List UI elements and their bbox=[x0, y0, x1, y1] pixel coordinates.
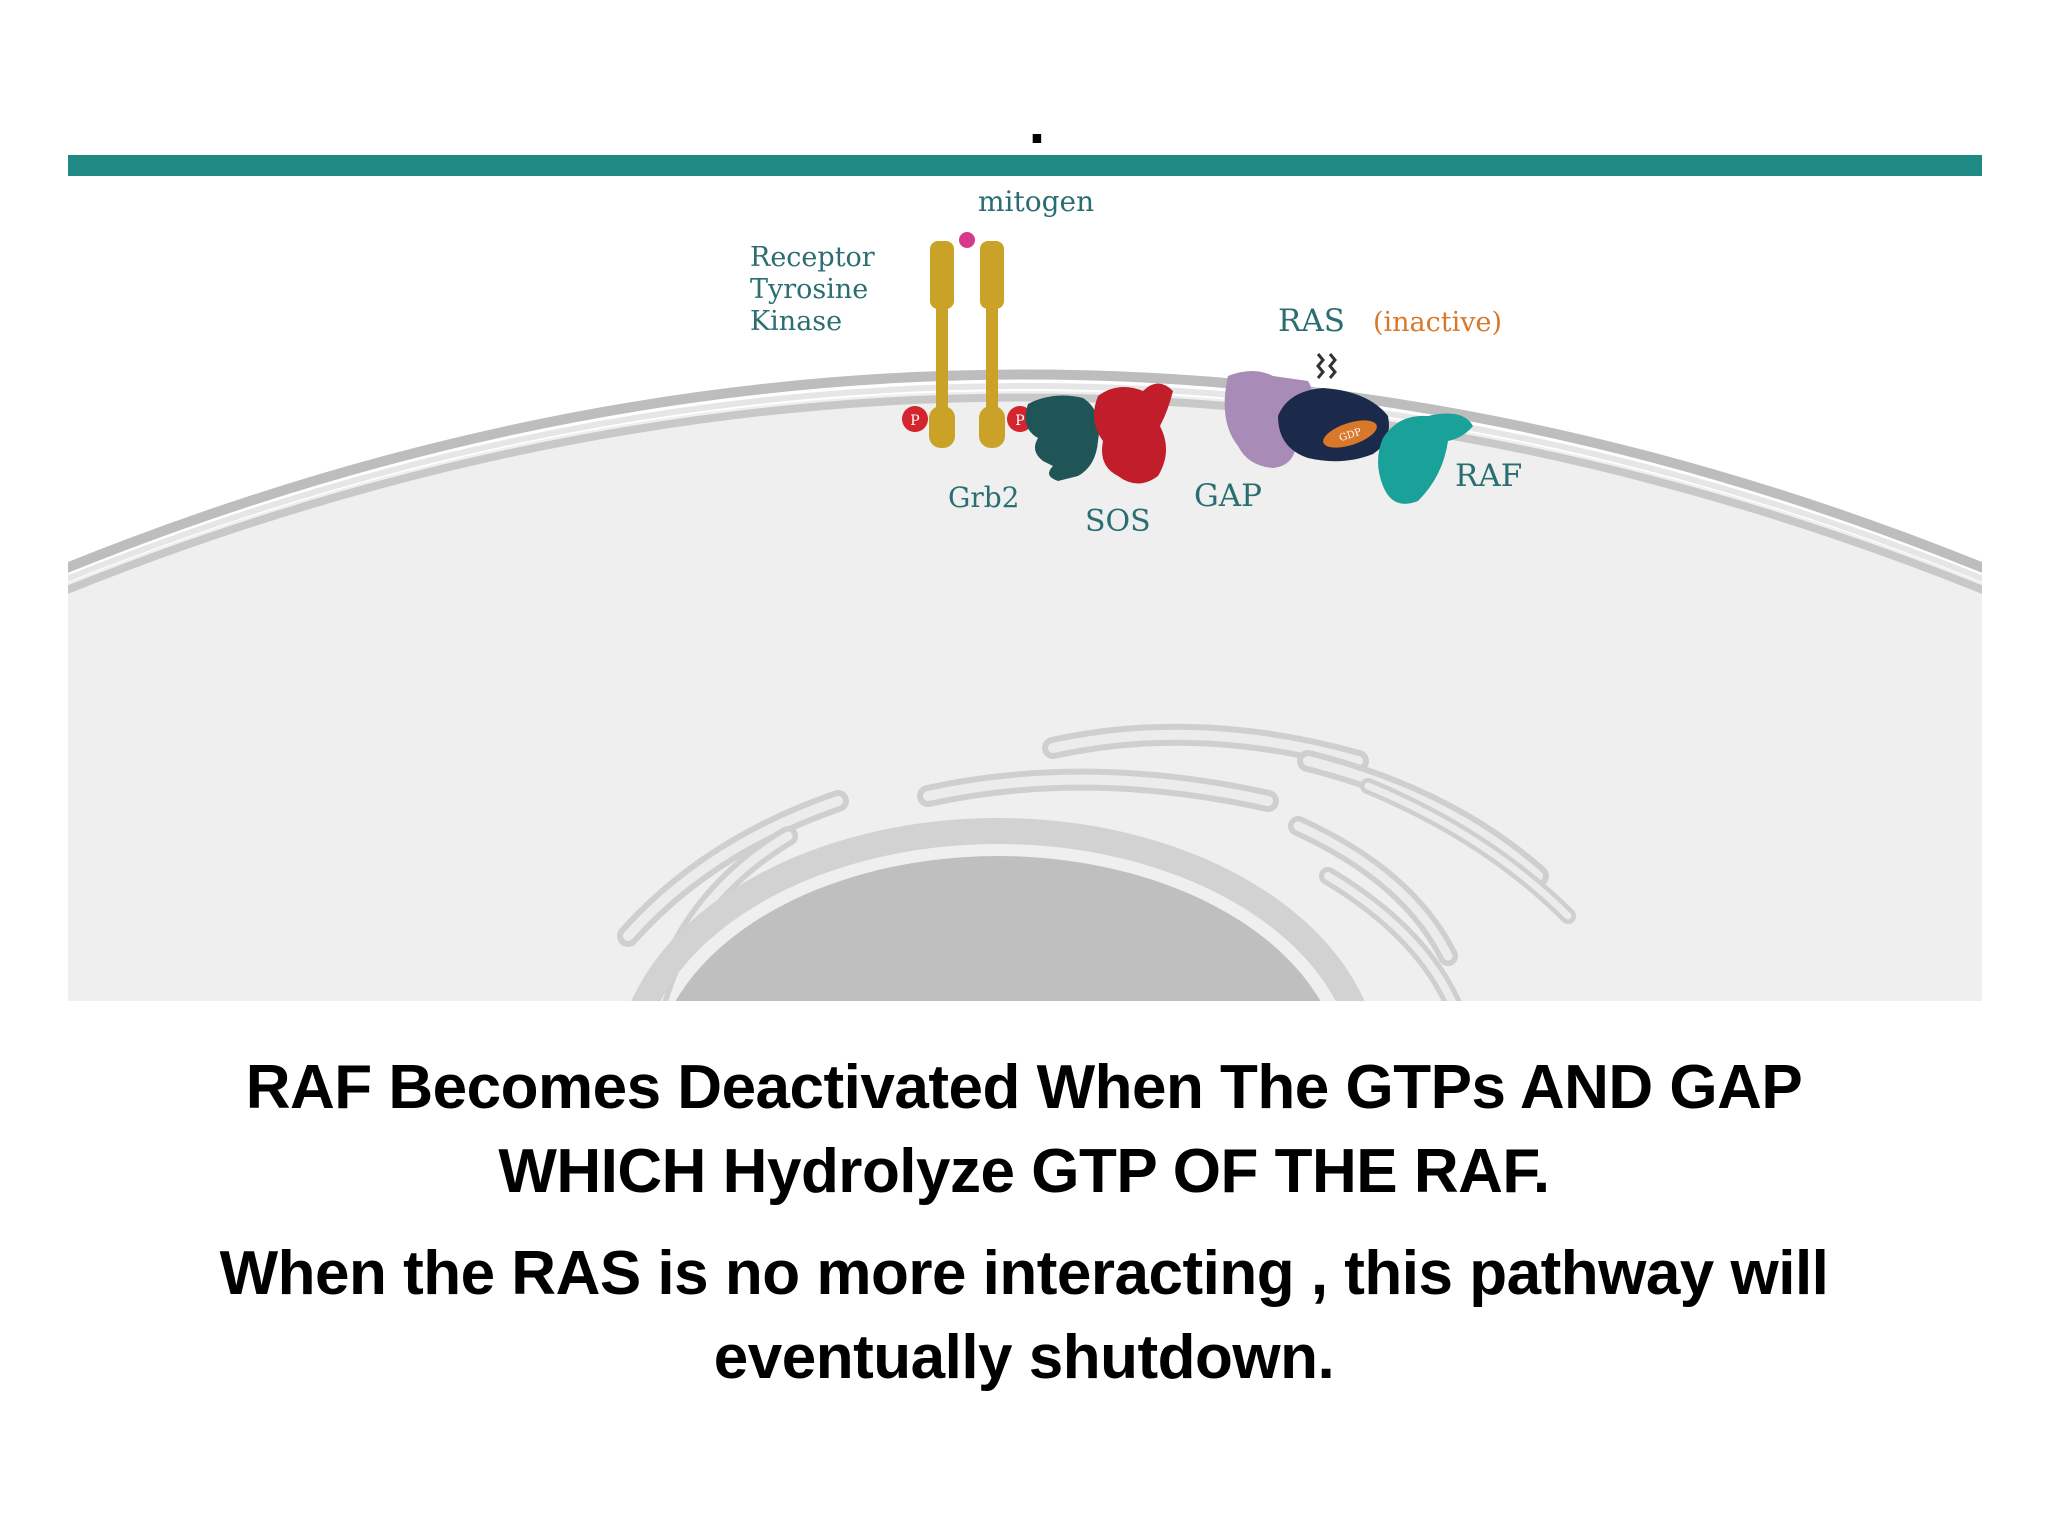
sos-protein bbox=[1094, 383, 1173, 484]
nucleus bbox=[675, 856, 1321, 1001]
mitogen-molecule bbox=[957, 230, 977, 250]
ras-lipid-anchor bbox=[1316, 353, 1337, 379]
gap-label: GAP bbox=[1194, 478, 1262, 514]
receptor-tyrosine-kinase bbox=[929, 241, 1005, 448]
ras-raf-pathway-diagram: P P GDP bbox=[68, 176, 1982, 1001]
ras-state-label: (inactive) bbox=[1373, 307, 1502, 338]
receptor-label-line2: Tyrosine bbox=[750, 274, 868, 305]
raf-label: RAF bbox=[1455, 458, 1522, 494]
top-accent-rule bbox=[68, 155, 1982, 176]
caption-secondary: When the RAS is no more interacting , th… bbox=[219, 1239, 1829, 1392]
svg-text:P: P bbox=[1015, 413, 1024, 429]
gdp-molecule bbox=[1323, 420, 1377, 448]
ras-protein bbox=[1278, 388, 1389, 462]
plasma-membrane-inner bbox=[68, 393, 1982, 594]
raf-protein bbox=[1378, 413, 1473, 504]
grb2-label: Grb2 bbox=[948, 481, 1020, 514]
ras-label: RAS bbox=[1278, 303, 1345, 339]
mitogen-label: mitogen bbox=[978, 185, 1094, 218]
receptor-label-line3: Kinase bbox=[750, 306, 842, 337]
plasma-membrane-outer bbox=[68, 369, 1982, 573]
phospho-group-left bbox=[902, 406, 928, 432]
svg-text:P: P bbox=[910, 413, 919, 429]
nucleus-envelope bbox=[631, 818, 1365, 1001]
title-mark: . bbox=[1028, 89, 1046, 156]
caption-primary: RAF Becomes Deactivated When The GTPs AN… bbox=[245, 1053, 1803, 1206]
sos-label: SOS bbox=[1085, 504, 1151, 539]
grb2-protein bbox=[1025, 395, 1099, 481]
receptor-label-line1: Receptor bbox=[750, 242, 875, 273]
